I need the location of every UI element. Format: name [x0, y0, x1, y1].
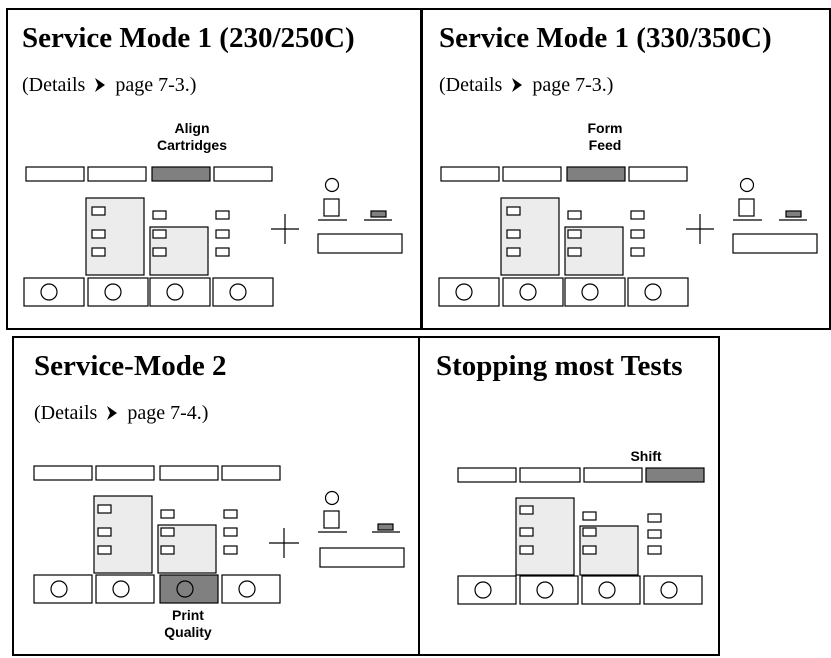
details-suffix: page 7-4.): [127, 402, 209, 424]
align-cartridges-label: Align Cartridges: [156, 120, 228, 153]
panel-service-mode-1-230: Service Mode 1 (230/250C) (Details page …: [6, 8, 422, 330]
panel-title: Service Mode 1 (230/250C): [22, 22, 355, 54]
details-prefix: (Details: [34, 402, 98, 424]
panel-service-mode-2: Service-Mode 2 (Details page 7-4.) Print…: [12, 336, 420, 656]
align-cartridges-key: [151, 166, 211, 182]
keypad-diagram: [23, 166, 403, 307]
panel-service-mode-1-330: Service Mode 1 (330/350C) (Details page …: [421, 8, 831, 330]
form-feed-key: [566, 166, 626, 182]
form-feed-label: Form Feed: [587, 120, 623, 153]
shift-key: [645, 467, 705, 483]
details-suffix: page 7-3.): [115, 74, 197, 96]
right-pointer-icon: [95, 78, 106, 92]
details-suffix: page 7-3.): [532, 74, 614, 96]
keypad-diagram: [438, 166, 818, 307]
panel-title: Stopping most Tests: [436, 350, 683, 382]
keypad-diagram: [33, 465, 405, 604]
right-pointer-icon: [512, 78, 523, 92]
details-reference: (Details page 7-3.): [22, 74, 196, 97]
shift-label: Shift: [630, 448, 662, 464]
details-reference: (Details page 7-3.): [439, 74, 613, 97]
panel-title: Service Mode 1 (330/350C): [439, 22, 772, 54]
panel-stopping-tests: Stopping most Tests Shift: [418, 336, 720, 656]
details-prefix: (Details: [22, 74, 86, 96]
print-quality-key: [159, 574, 219, 604]
print-quality-label: Print Quality: [164, 607, 212, 640]
details-prefix: (Details: [439, 74, 503, 96]
right-pointer-icon: [107, 406, 118, 420]
panel-title: Service-Mode 2: [34, 350, 227, 382]
details-reference: (Details page 7-4.): [34, 402, 208, 425]
keypad-diagram: [457, 467, 705, 605]
